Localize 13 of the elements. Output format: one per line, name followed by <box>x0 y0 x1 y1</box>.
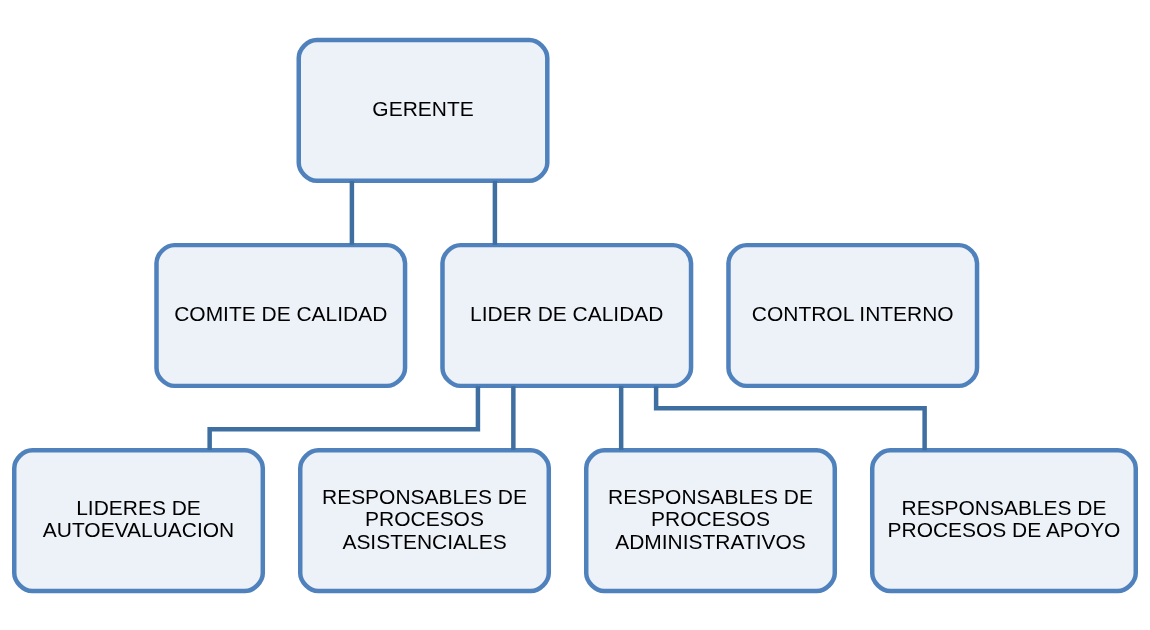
connector <box>492 180 498 245</box>
node-box: LIDERES DE AUTOEVALUACION <box>12 447 266 593</box>
connector <box>207 385 481 450</box>
node-box: COMITE DE CALIDAD <box>154 242 408 388</box>
node-box: LIDER DE CALIDAD <box>440 242 694 388</box>
node-box: RESPONSABLES DE PROCESOS DE APOYO <box>869 447 1138 593</box>
node-box: GERENTE <box>296 37 550 183</box>
node-box: CONTROL INTERNO <box>726 242 980 388</box>
connector <box>349 180 355 245</box>
node-box: RESPONSABLES DE PROCESOS ASISTENCIALES <box>298 447 552 593</box>
node-box: RESPONSABLES DE PROCESOS ADMINISTRATIVOS <box>584 447 838 593</box>
connector <box>511 385 516 450</box>
connector <box>618 385 624 450</box>
